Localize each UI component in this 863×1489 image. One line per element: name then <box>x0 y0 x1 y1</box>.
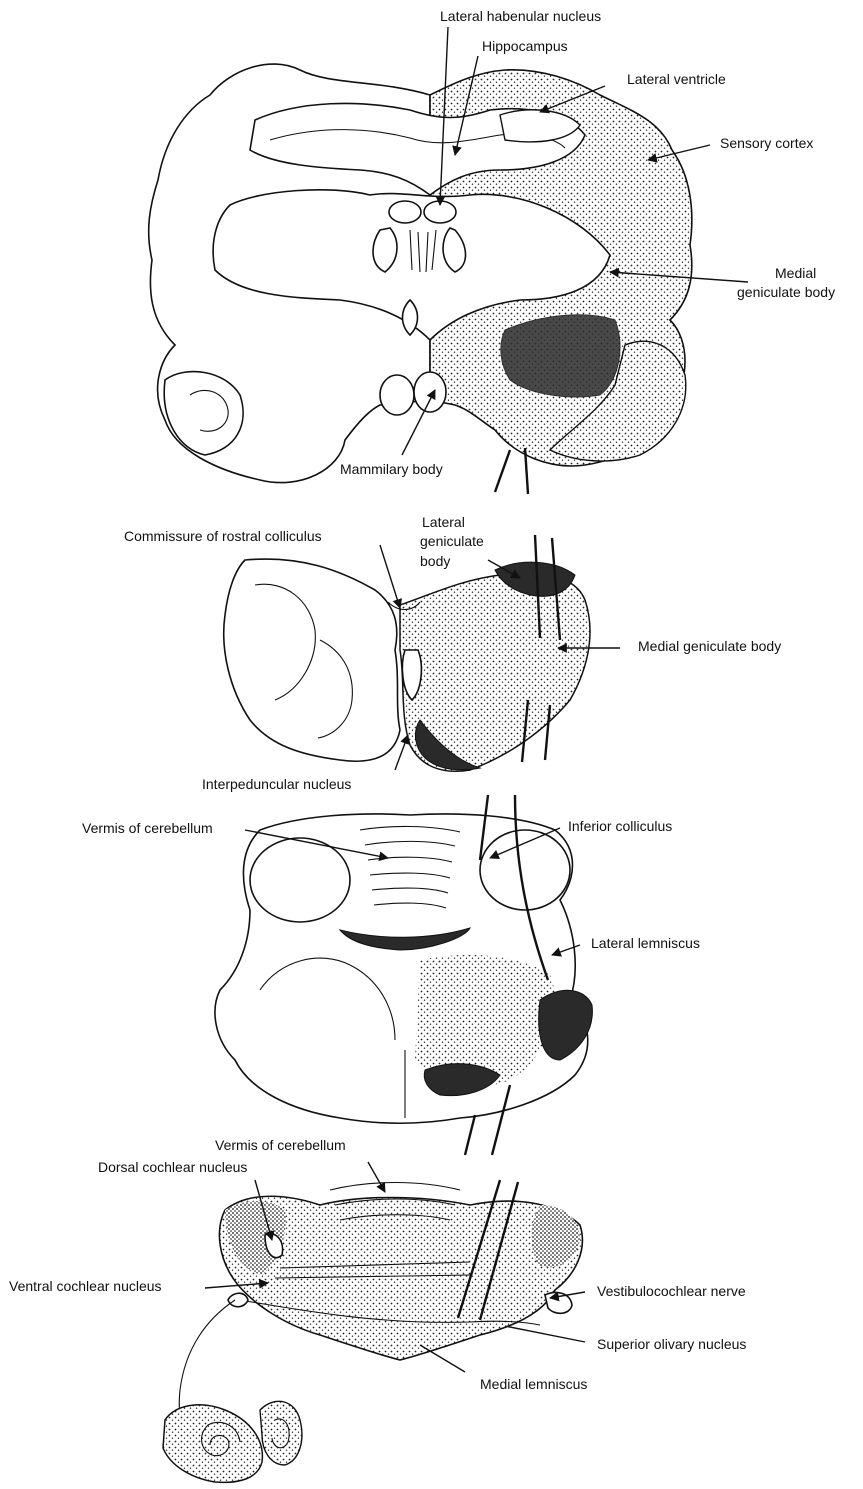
temporal-lobe-left <box>164 372 243 455</box>
label-dorsal-cochlear-nucleus: Dorsal cochlear nucleus <box>98 1159 247 1175</box>
label-inferior-colliculus: Inferior colliculus <box>568 818 672 834</box>
label-interpeduncular-nucleus: Interpeduncular nucleus <box>202 776 351 792</box>
section-inferior-colliculus <box>215 795 592 1155</box>
label-mammilary-body: Mammilary body <box>340 461 443 477</box>
nerve-stump-left <box>228 1293 248 1307</box>
label-lateral-geniculate-2: geniculate <box>420 533 484 549</box>
label-medial-lemniscus: Medial lemniscus <box>480 1376 587 1392</box>
leader-superior-olivary <box>505 1326 585 1342</box>
label-lateral-lemniscus: Lateral lemniscus <box>591 935 700 951</box>
label-lateral-geniculate-3: body <box>420 553 450 569</box>
label-sensory-cortex: Sensory cortex <box>720 135 813 151</box>
label-commissure-rostral-colliculus: Commissure of rostral colliculus <box>124 528 322 544</box>
label-ventral-cochlear-nucleus: Ventral cochlear nucleus <box>9 1278 162 1294</box>
label-lateral-geniculate-1: Lateral <box>422 514 465 530</box>
label-vestibulocochlear-nerve: Vestibulocochlear nerve <box>597 1283 746 1299</box>
cochlea <box>163 1401 302 1482</box>
leader-vermis-2 <box>368 1162 385 1192</box>
mammilary-body-right <box>414 372 446 412</box>
semicircular-canals <box>260 1401 302 1465</box>
habenula-left <box>389 201 421 223</box>
label-lateral-ventricle: Lateral ventricle <box>627 71 726 87</box>
label-medial-geniculate-mid: Medial geniculate body <box>638 638 781 654</box>
electrode-track-1a <box>495 450 510 492</box>
label-hippocampus: Hippocampus <box>482 38 568 54</box>
mammilary-body-left <box>380 375 414 415</box>
label-medial-geniculate-top-2: geniculate body <box>737 284 835 300</box>
section-forebrain <box>149 64 692 494</box>
electrode-track-3c <box>465 1115 475 1155</box>
leader-medial-lemniscus <box>420 1345 465 1372</box>
geniculate-dark-region <box>501 315 620 397</box>
label-lateral-habenular-nucleus: Lateral habenular nucleus <box>440 8 601 24</box>
section-midbrain-rostral <box>224 535 590 771</box>
label-vermis-cerebellum-2: Vermis of cerebellum <box>215 1137 346 1153</box>
label-superior-olivary-nucleus: Superior olivary nucleus <box>597 1336 746 1352</box>
label-vermis-cerebellum-1: Vermis of cerebellum <box>82 820 213 836</box>
colliculus-left <box>250 838 350 922</box>
label-medial-geniculate-top-1: Medial <box>775 265 816 281</box>
cochlea-body <box>163 1405 262 1483</box>
